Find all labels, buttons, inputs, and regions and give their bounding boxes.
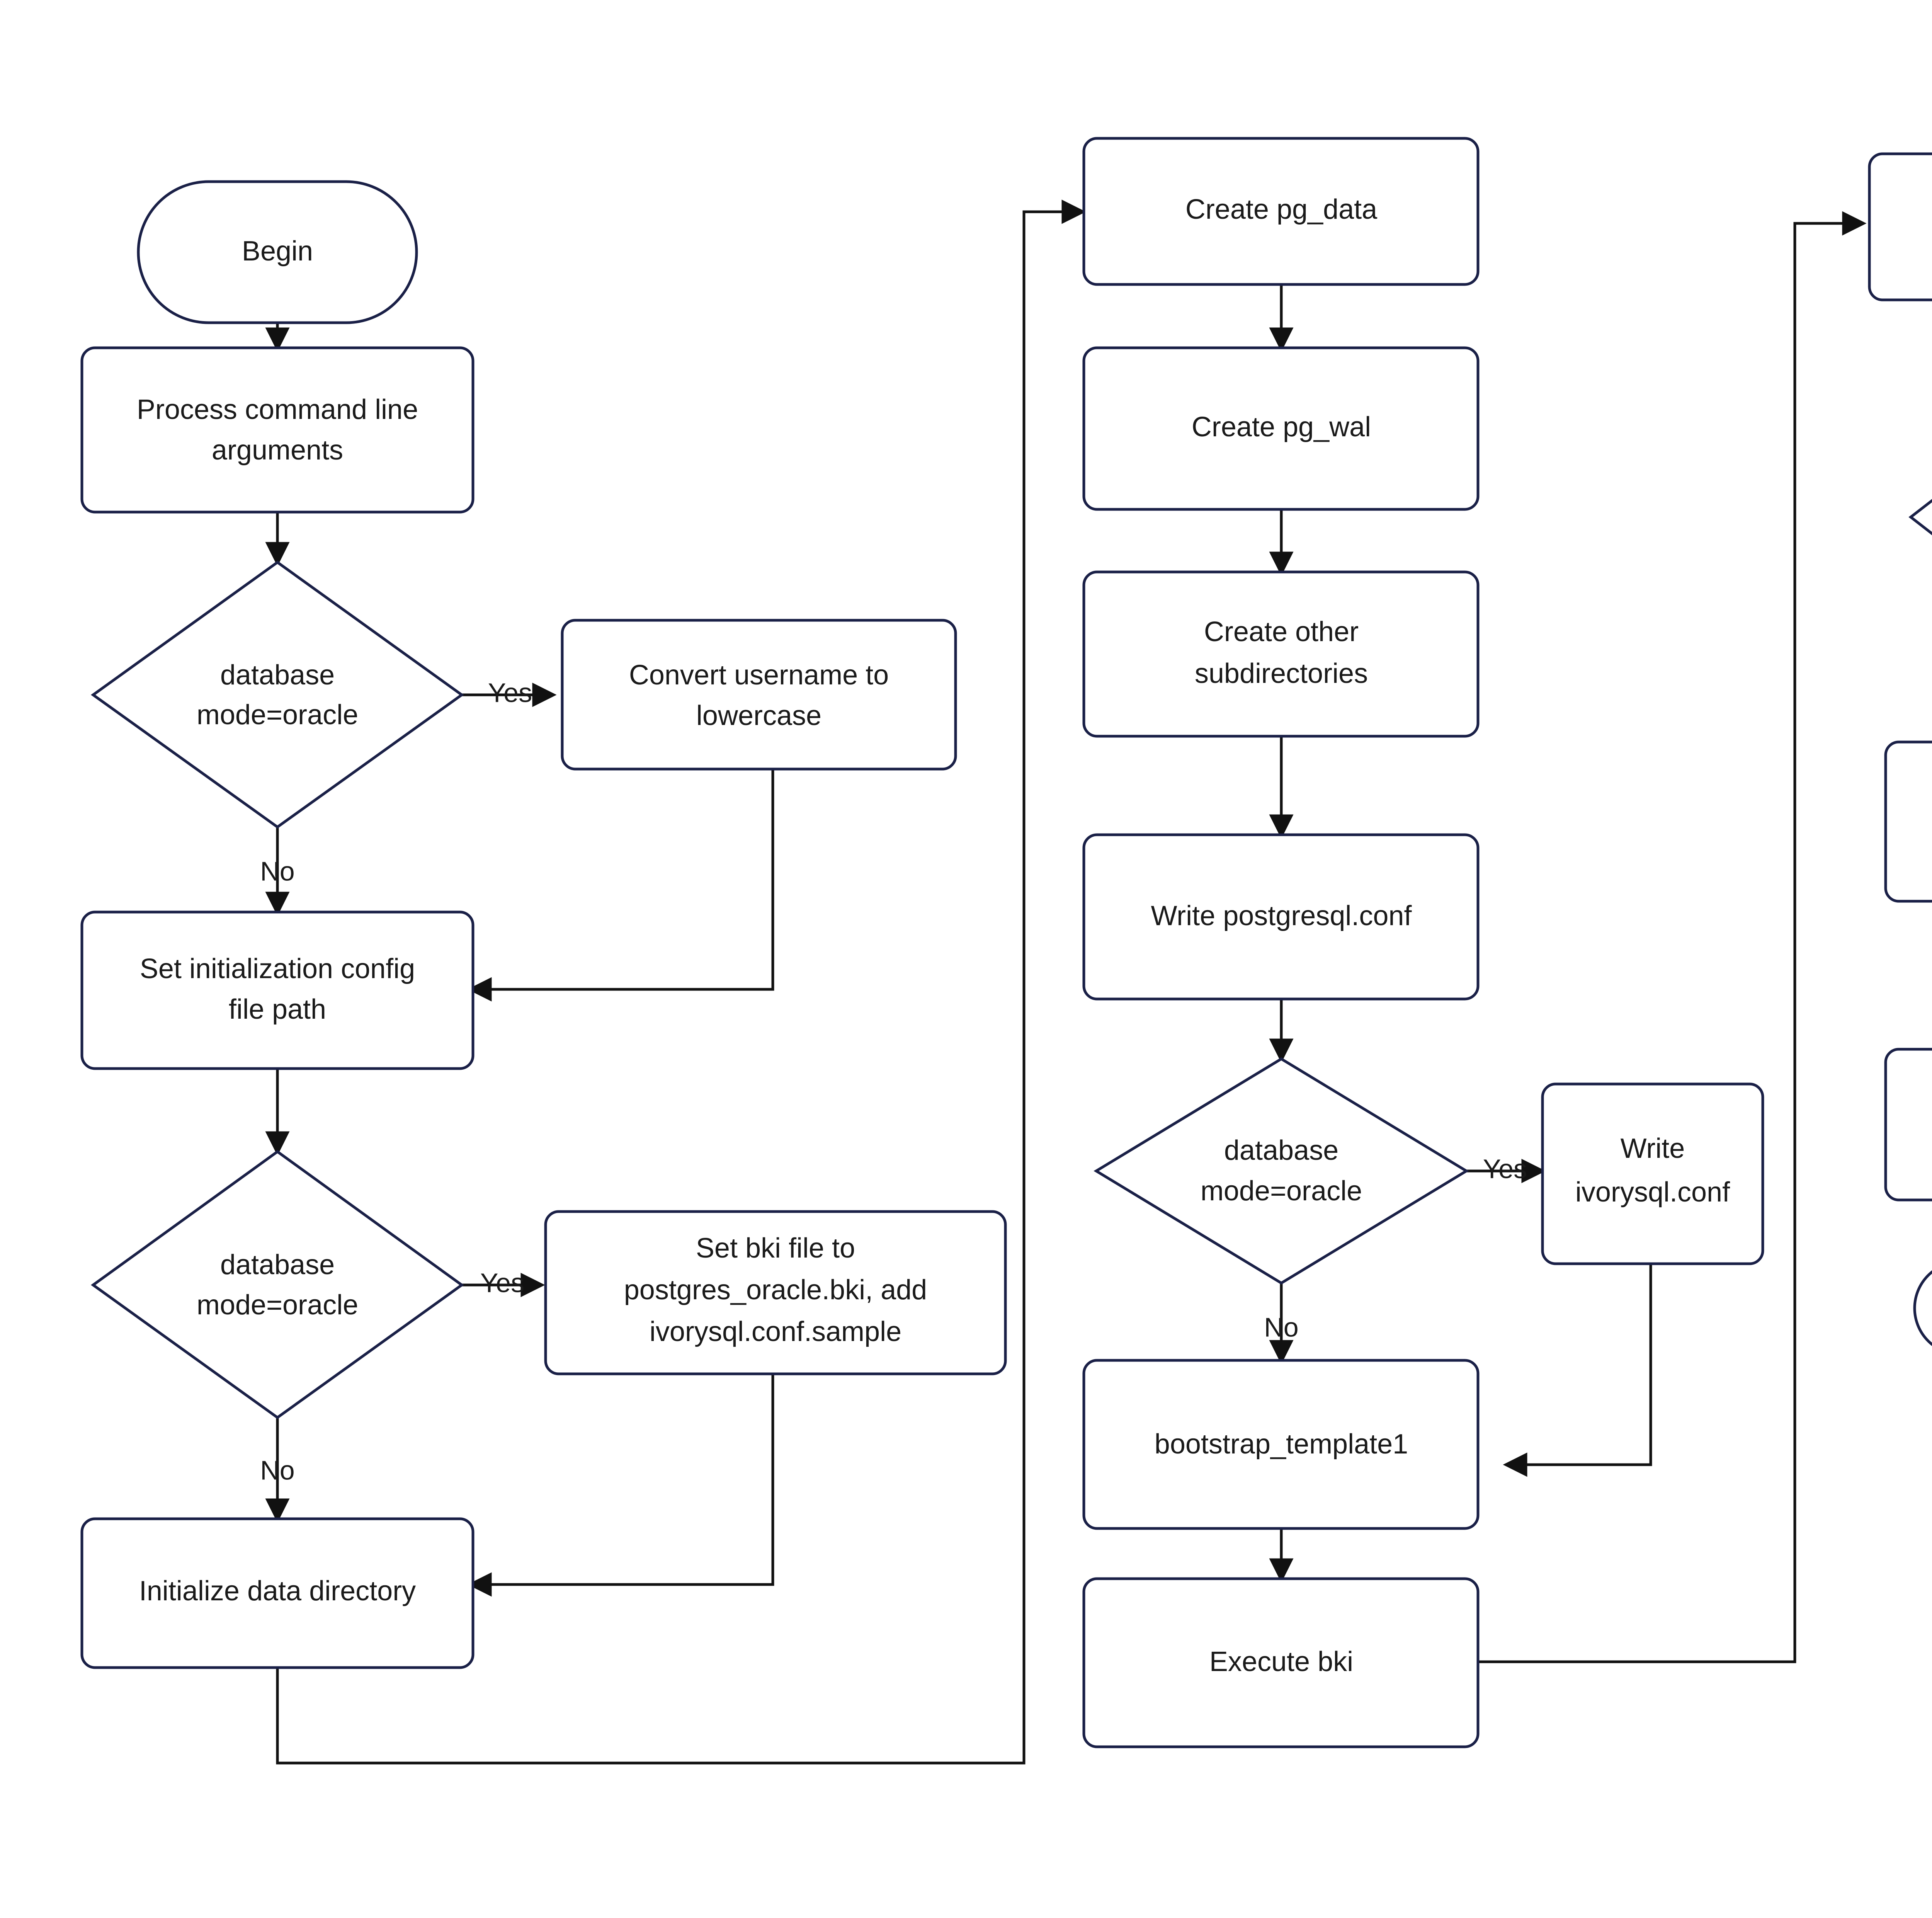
- node-set-init-config-label-1: Set initialization config: [140, 953, 415, 984]
- edge-label-no-1: No: [260, 856, 294, 886]
- node-end[interactable]: End: [1913, 1262, 1932, 1355]
- node-write-ivorysql-conf-label-2: ivorysql.conf: [1575, 1177, 1730, 1208]
- node-convert-username[interactable]: Convert username to lowercase: [561, 619, 957, 771]
- node-write-ivorysql-conf-label-1: Write: [1621, 1133, 1685, 1164]
- node-begin-label: Begin: [242, 236, 313, 267]
- node-create-other-subdirs-label-2: subdirectories: [1195, 658, 1368, 689]
- node-decision-mode-1-label-1: database: [220, 660, 335, 691]
- node-set-bki-file[interactable]: Set bki file to postgres_oracle.bki, add…: [544, 1210, 1007, 1375]
- edge-labels-layer: Yes No Yes No Yes No Yes No: [260, 677, 1527, 1485]
- node-init-data-dir-label: Initialize data directory: [139, 1576, 416, 1607]
- node-write-ivorysql-conf[interactable]: Write ivorysql.conf: [1541, 1082, 1764, 1265]
- node-decision-mode-3[interactable]: database mode=oracle: [1094, 1057, 1469, 1285]
- node-set-bki-file-label-1: Set bki file to: [696, 1233, 855, 1264]
- node-bootstrap-template1-label: bootstrap_template1: [1155, 1429, 1408, 1460]
- node-bootstrap-template1[interactable]: bootstrap_template1: [1082, 1359, 1480, 1530]
- edge-set-bki-file-to-init-data-dir: [467, 1374, 774, 1597]
- edge-init-data-dir-to-create-pg-data: [276, 199, 1086, 1765]
- node-write-postgresql-conf-label: Write postgresql.conf: [1151, 900, 1412, 931]
- node-process-args-label-1: Process command line: [137, 394, 418, 425]
- node-process-args[interactable]: Process command line arguments: [80, 346, 474, 514]
- node-decision-mode-1-label-2: mode=oracle: [197, 699, 358, 730]
- node-process-args-label-2: arguments: [212, 435, 343, 466]
- node-set-init-config[interactable]: Set initialization config file path: [80, 910, 474, 1070]
- node-create-pg-data[interactable]: Create pg_data: [1082, 137, 1480, 286]
- node-create-pg-wal-label: Create pg_wal: [1192, 412, 1371, 442]
- node-set-bki-file-label-2: postgres_oracle.bki, add: [624, 1275, 927, 1305]
- node-convert-username-label-1: Convert username to: [629, 660, 889, 691]
- node-create-pg-wal[interactable]: Create pg_wal: [1082, 346, 1480, 511]
- edge-label-yes-2: Yes: [480, 1268, 524, 1298]
- node-load-template0[interactable]: Load template0, postgres, ivorysql datab…: [1884, 740, 1932, 903]
- node-decision-mode-3-label-2: mode=oracle: [1201, 1176, 1362, 1207]
- node-write-postgresql-conf[interactable]: Write postgresql.conf: [1082, 833, 1480, 1001]
- node-decision-mode-3-label-1: database: [1224, 1135, 1338, 1166]
- node-decision-mode-2-label-1: database: [220, 1249, 335, 1280]
- node-set-bki-file-label-3: ivorysql.conf.sample: [650, 1316, 901, 1347]
- node-set-init-config-label-2: file path: [229, 994, 326, 1025]
- node-create-other-subdirs-label-1: Create other: [1204, 616, 1359, 647]
- node-init-data-dir[interactable]: Initialize data directory: [80, 1517, 474, 1669]
- edge-convert-username-to-set-init-config: [467, 769, 774, 1002]
- node-begin[interactable]: Begin: [137, 180, 418, 324]
- node-decision-mode-4[interactable]: database mode=oracle: [1908, 388, 1932, 646]
- edges-layer: [265, 199, 1867, 1765]
- edge-label-yes-1: Yes: [488, 677, 532, 708]
- edge-label-no-3: No: [1264, 1312, 1298, 1342]
- node-execute-bki-label: Execute bki: [1209, 1646, 1353, 1677]
- edge-label-no-2: No: [260, 1455, 294, 1485]
- node-create-pg-data-label: Create pg_data: [1185, 194, 1378, 225]
- node-decision-mode-1[interactable]: database mode=oracle: [90, 560, 464, 829]
- node-print-completion[interactable]: Print completion message: [1884, 1048, 1932, 1202]
- node-convert-username-label-2: lowercase: [696, 700, 821, 731]
- edge-execute-bki-to-init-db-objects: [1466, 211, 1867, 1663]
- node-decision-mode-2[interactable]: database mode=oracle: [91, 1150, 464, 1419]
- edge-label-yes-3: Yes: [1483, 1154, 1527, 1184]
- node-create-other-subdirs[interactable]: Create other subdirectories: [1082, 570, 1480, 738]
- edge-write-ivorysql-conf-to-bootstrap-template1: [1503, 1264, 1652, 1477]
- node-init-db-objects[interactable]: Initialize database objects: [1868, 152, 1932, 301]
- node-execute-bki[interactable]: Execute bki: [1082, 1577, 1480, 1748]
- node-decision-mode-2-label-2: mode=oracle: [197, 1290, 358, 1321]
